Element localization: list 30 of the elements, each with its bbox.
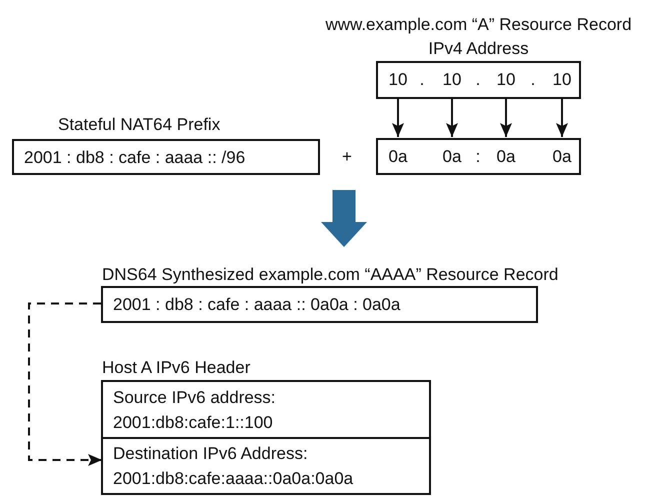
address-text: 2001 : db8 : cafe : aaaa :: /96 — [24, 146, 246, 168]
address-text: 2001 : db8 : cafe : aaaa :: 0a0a : 0a0a — [113, 294, 400, 316]
octet-text: 0a — [491, 138, 521, 175]
separator-text: . — [476, 70, 480, 90]
arrow — [446, 99, 458, 137]
box-heading: Host A IPv6 Header — [102, 357, 250, 379]
empty-box — [376, 138, 581, 175]
box-heading: www.example.com “A” Resource Record IPv4 Address — [324, 14, 633, 60]
address-text: 2001:db8:cafe:aaaa::0a0a:0a0a — [113, 468, 354, 490]
arrow — [392, 99, 404, 137]
address-text: Source IPv6 address: — [113, 386, 276, 408]
block-arrow — [321, 190, 367, 247]
octet-text: 0a — [437, 138, 467, 175]
address-text: 2001:db8:cafe:1::100 — [113, 412, 273, 434]
octet-text: 10 — [491, 61, 521, 99]
separator-text: . — [420, 70, 424, 90]
octet-text: 10 — [437, 61, 467, 99]
box-heading: Stateful NAT64 Prefix — [58, 114, 220, 136]
plus-sign: + — [342, 147, 352, 167]
octet-text: 0a — [383, 138, 413, 175]
arrow — [556, 99, 568, 137]
arrow — [500, 99, 512, 137]
separator-text: . — [530, 70, 536, 90]
octet-text: 0a — [547, 138, 577, 175]
address-text: Destination IPv6 Address: — [113, 443, 308, 465]
separator-text: : — [476, 147, 480, 167]
arrow — [28, 302, 102, 466]
octet-text: 10 — [547, 61, 577, 99]
octet-text: 10 — [383, 61, 413, 99]
box-heading: DNS64 Synthesized example.com “AAAA” Resource Record — [102, 264, 558, 286]
